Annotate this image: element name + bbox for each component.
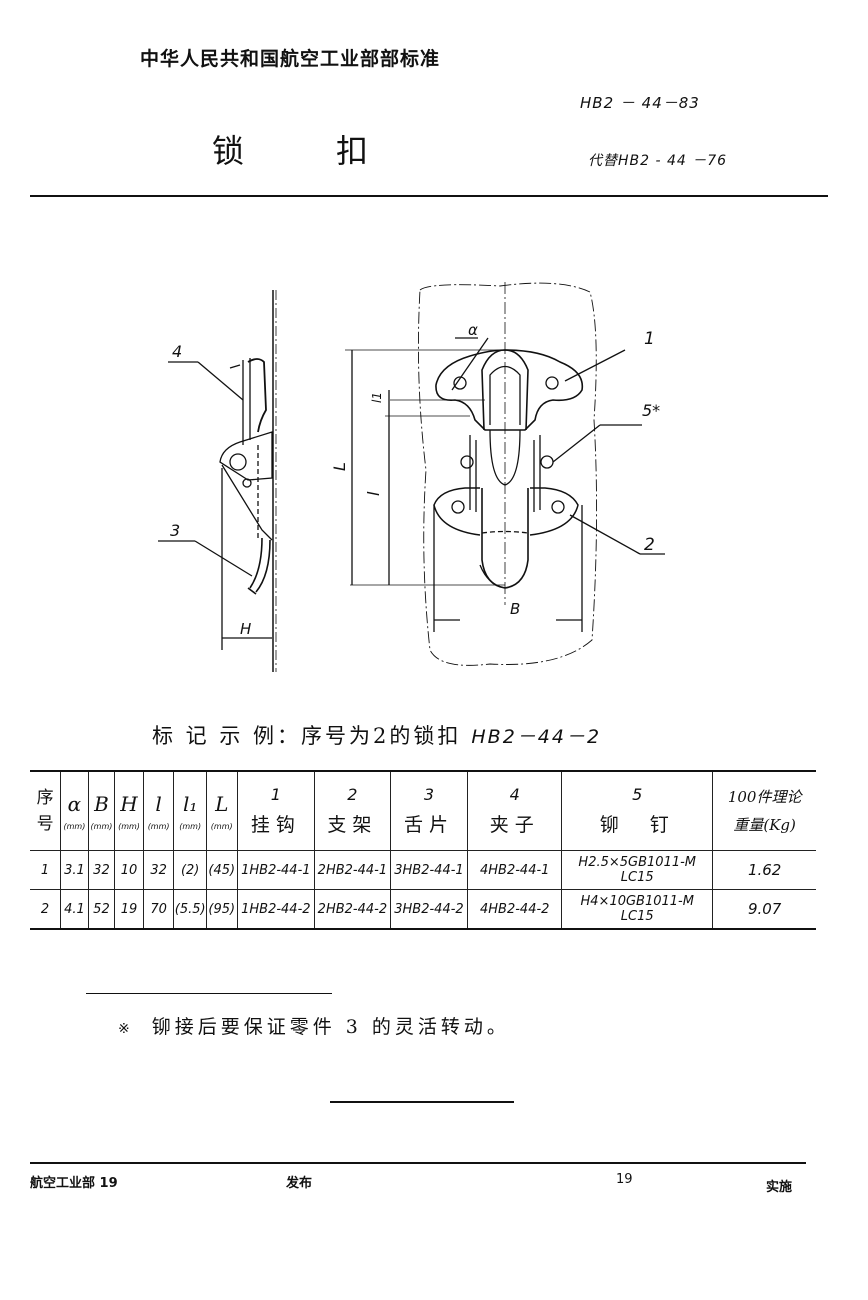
footnote-marker: ※ [118,1021,134,1037]
standard-number: HB2 － 44－83 [580,94,700,112]
cell-part-5: H2.5×5GB1011-M LC15 [561,850,713,890]
specification-table: 序号 α(mm) B(mm) H(mm) l(mm) l₁(mm) L(mm) … [30,770,816,930]
cell-part-5: H4×10GB1011-M LC15 [561,889,713,930]
header-divider [30,195,828,197]
marking-example-code: HB2－44－2 [471,726,602,748]
cell-a: 4.1 [60,889,89,930]
cell-a: 3.1 [60,850,89,890]
cell-weight: 9.07 [712,889,816,930]
footer-divider [30,1162,806,1164]
table-row: 2 4.1 52 19 70 (5.5) (95) 1HB2-44-2 2HB2… [30,889,816,930]
front-view: α 1 5* 2 L l l1 B [330,282,665,666]
cell-part-3: 3HB2-44-2 [389,889,468,930]
cell-part-2: 2HB2-44-1 [314,850,391,890]
cell-L: (95) [205,889,238,930]
footer-issuer: 航空工业部 19 [30,1176,118,1191]
header-a: α(mm) [60,771,89,851]
end-divider [330,1101,514,1103]
cell-seq: 1 [30,850,61,890]
dim-l1-label: l1 [370,392,384,403]
footer-year: 19 [616,1172,633,1187]
dim-B-label: B [510,600,520,618]
footer-issued: 发布 [286,1176,313,1191]
cell-B: 52 [87,889,115,930]
header-seq: 序号 [30,771,61,851]
cell-part-1: 1HB2-44-2 [236,889,315,930]
cell-seq: 2 [30,889,61,930]
header-B: B(mm) [87,771,115,851]
part-4-label: 4 [172,342,182,361]
part-1-label: 1 [644,329,655,349]
header-weight: 100件理论重量(Kg) [712,771,816,851]
title-char-1: 锁 [212,132,245,170]
cell-part-2: 2HB2-44-2 [314,889,391,930]
side-view: 4 3 H [158,290,277,672]
header-H: H(mm) [114,771,144,851]
dim-L-label: L [330,462,349,471]
cell-H: 19 [114,889,144,930]
title-char-2: 扣 [336,132,369,170]
dim-a-label: α [468,321,478,339]
latch-technical-drawing: 4 3 H α 1 5* [158,282,665,672]
cell-part-4: 4HB2-44-1 [467,850,562,890]
replaces-standard: 代替HB2 - 44 －76 [588,153,728,169]
cell-H: 10 [114,850,144,890]
footnote-divider [86,993,332,994]
dim-l-label: l [364,491,383,496]
cell-part-4: 4HB2-44-2 [467,889,562,930]
issuing-organization: 中华人民共和国航空工业部部标准 [140,48,441,70]
header-l: l(mm) [142,771,174,851]
header-l1: l₁(mm) [173,771,207,851]
header-L: L(mm) [205,771,238,851]
cell-part-1: 1HB2-44-1 [236,850,315,890]
footer-effective: 实施 [766,1180,793,1195]
part-2-label: 2 [644,535,655,555]
table-row: 1 3.1 32 10 32 (2) (45) 1HB2-44-1 2HB2-4… [30,850,816,890]
marking-example: 标 记 示 例：序号为2的锁扣 HB2－44－2 [152,720,601,750]
cell-B: 32 [87,850,115,890]
cell-l1: (5.5) [173,889,207,930]
cell-l1: (2) [173,850,207,890]
part-5-label: 5* [642,401,660,420]
cell-l: 32 [142,850,174,890]
cell-part-3: 3HB2-44-1 [389,850,468,890]
cell-l: 70 [142,889,174,930]
footnote-text: 铆接后要保证零件 3 的灵活转动。 [151,1016,510,1038]
footnote: ※ 铆接后要保证零件 3 的灵活转动。 [118,1012,510,1039]
table-header-row: 序号 α(mm) B(mm) H(mm) l(mm) l₁(mm) L(mm) … [30,771,816,851]
part-3-label: 3 [170,521,180,540]
cell-weight: 1.62 [712,850,816,890]
document-title: 锁扣 [212,126,368,172]
dim-H-label: H [240,620,251,638]
marking-example-label: 标 记 示 例：序号为2的锁扣 [152,724,462,748]
cell-L: (45) [205,850,238,890]
